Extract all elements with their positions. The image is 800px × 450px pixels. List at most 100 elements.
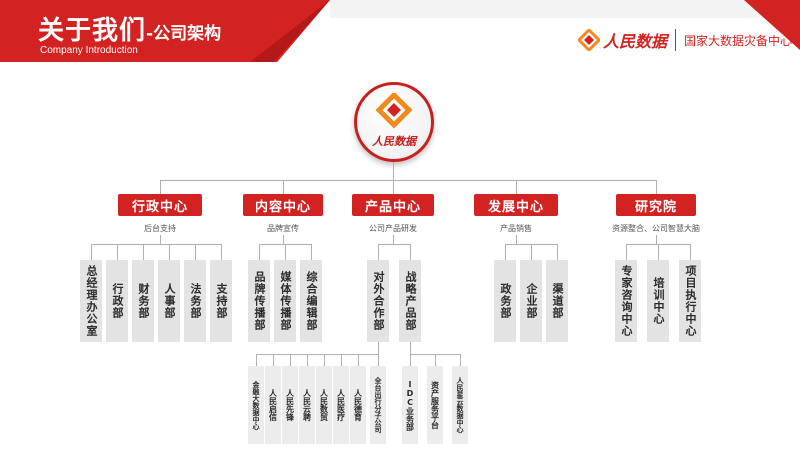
unit-box[interactable]: 媒体传播部 [274,260,296,342]
sub-unit-box[interactable]: 人民先锋 [282,366,298,444]
unit-box[interactable]: 渠道部 [546,260,568,342]
dept-caption: 品牌宣传 [267,224,299,233]
sub-unit-box[interactable]: 人民德育 [350,366,366,444]
unit-box[interactable]: 项目执行中心 [679,260,701,342]
connector [378,244,410,245]
unit-box[interactable]: 人事部 [158,260,180,342]
sub-unit-box[interactable]: 人民星云数据中心 [452,366,468,444]
sub-unit-box[interactable]: 人民云聘 [299,366,315,444]
sub-unit-label: 人民启信 [268,389,278,421]
unit-label: 培训中心 [652,277,665,325]
unit-box[interactable]: 培训中心 [647,260,669,342]
connector [378,342,379,354]
company-logo: 人民数据 [354,82,434,162]
unit-label: 政务部 [499,283,512,319]
unit-label: 对外合作部 [372,271,385,331]
connector [273,354,274,366]
unit-box[interactable]: 行政部 [106,260,128,342]
unit-box[interactable]: 专家咨询中心 [615,260,637,342]
brand-block: 人民数据 国家大数据灾备中心 [578,28,792,52]
brand-divider [675,29,677,51]
connector [378,244,379,260]
unit-box[interactable]: 综合编辑部 [300,260,322,342]
connector [460,354,461,366]
dept-research-institute[interactable]: 研究院 [616,194,696,216]
dept-caption: 公司产品研发 [369,224,417,233]
unit-label: 财务部 [137,283,150,319]
connector [169,244,170,260]
unit-box[interactable]: 财务部 [132,260,154,342]
connector [160,180,161,194]
unit-box[interactable]: 对外合作部 [367,260,389,342]
sub-unit-box[interactable]: 全台出行分子公司 [370,366,386,444]
unit-label: 企业部 [525,283,538,319]
connector [658,244,659,260]
sub-unit-box[interactable]: 人民医疗 [333,366,349,444]
connector [557,244,558,260]
connector [283,180,284,194]
unit-box[interactable]: 法务部 [184,260,206,342]
sub-unit-box[interactable]: 金融大数据中心 [248,366,264,444]
unit-label: 行政部 [111,283,124,319]
connector [311,244,312,260]
sub-unit-label: 人民星云数据中心 [456,377,464,433]
connector [283,235,284,244]
sub-unit-box[interactable]: 人民启信 [265,366,281,444]
sub-unit-box[interactable]: 资产服务平台 [427,366,443,444]
unit-box[interactable]: 战略产品部 [399,260,421,342]
unit-label: 媒体传播部 [279,271,292,331]
connector [410,244,411,260]
unit-label: 项目执行中心 [684,265,697,337]
dept-admin-center[interactable]: 行政中心 [118,194,202,216]
connector [91,244,92,260]
connector [656,235,657,244]
sub-unit-label: 人民云聘 [302,389,312,421]
unit-label: 战略产品部 [404,271,417,331]
unit-box[interactable]: 政务部 [494,260,516,342]
connector [285,244,286,260]
unit-box[interactable]: 品牌传播部 [248,260,270,342]
sub-unit-box[interactable]: IDC业务部 [402,366,418,444]
sub-unit-box[interactable]: 人民数贸 [316,366,332,444]
dept-product-center[interactable]: 产品中心 [352,194,434,216]
connector [117,244,118,260]
connector [256,354,379,355]
connector [341,354,342,366]
connector [358,354,359,366]
unit-label: 人事部 [163,283,176,319]
connector [393,235,394,244]
connector [91,244,222,245]
unit-box[interactable]: 企业部 [520,260,542,342]
unit-label: 支持部 [215,283,228,319]
connector [410,354,411,366]
connector [160,235,161,244]
connector [324,354,325,366]
connector [410,342,411,354]
connector [393,180,394,194]
dept-caption: 后台支持 [144,224,176,233]
sub-unit-label: 金融大数据中心 [252,380,260,430]
page-title: 关于我们-公司架构 [38,10,221,47]
connector [378,354,379,366]
company-logo-icon [375,93,413,129]
brand-tagline: 国家大数据灾备中心 [684,33,793,48]
dept-content-center[interactable]: 内容中心 [243,194,323,216]
sub-unit-label: IDC业务部 [405,379,415,431]
brand-logo-icon [578,29,600,51]
sub-unit-label: 资产服务平台 [430,381,440,429]
unit-box[interactable]: 支持部 [210,260,232,342]
header-top-strip [330,0,800,18]
dept-caption: 资源整合、公司智慧大脑 [612,224,700,233]
unit-label: 法务部 [189,283,202,319]
connector [160,180,656,181]
unit-box[interactable]: 总经理办公室 [80,260,102,342]
company-logo-text: 人民数据 [372,135,416,148]
dept-development-center[interactable]: 发展中心 [474,194,558,216]
connector [516,180,517,194]
unit-label: 渠道部 [551,283,564,319]
dept-caption: 产品销售 [500,224,532,233]
connector [195,244,196,260]
connector [221,244,222,260]
unit-label: 品牌传播部 [253,271,266,331]
unit-label: 总经理办公室 [85,265,98,337]
